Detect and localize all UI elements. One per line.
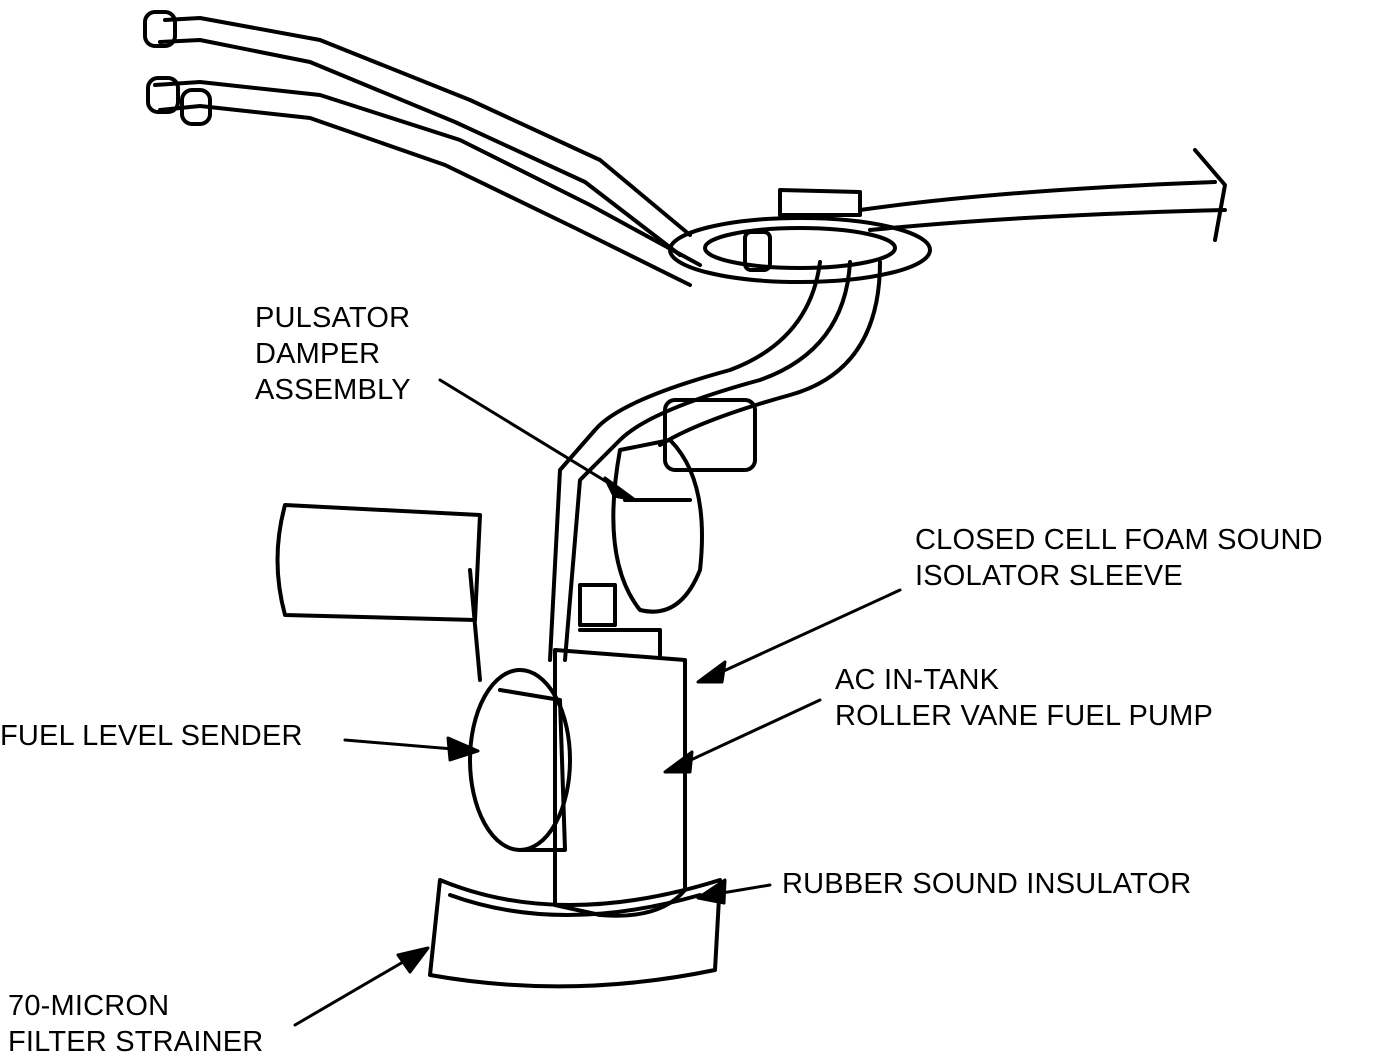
label-filter-strainer: 70-MICRON FILTER STRAINER: [8, 988, 263, 1060]
label-fuel-pump: AC IN-TANK ROLLER VANE FUEL PUMP: [835, 662, 1213, 734]
label-foam-sleeve: CLOSED CELL FOAM SOUND ISOLATOR SLEEVE: [915, 522, 1323, 594]
descending-tubes: [548, 260, 882, 662]
label-line: FILTER STRAINER: [8, 1026, 264, 1058]
label-line: ROLLER VANE FUEL PUMP: [835, 700, 1214, 732]
label-line: ISOLATOR SLEEVE: [915, 560, 1183, 592]
label-line: RUBBER SOUND INSULATOR: [782, 868, 1192, 900]
label-line: PULSATOR: [255, 302, 411, 334]
fuel-lines: [143, 10, 1227, 287]
label-line: 70-MICRON: [8, 990, 170, 1022]
leader-arrows: [293, 378, 902, 1027]
filter-strainer: [428, 878, 722, 989]
fuel-level-sender: [275, 503, 572, 852]
label-rubber-insulator: RUBBER SOUND INSULATOR: [782, 866, 1191, 902]
label-pulsator-damper: PULSATOR DAMPER ASSEMBLY: [255, 300, 411, 408]
label-line: FUEL LEVEL SENDER: [0, 720, 303, 752]
label-line: AC IN-TANK: [835, 664, 1000, 696]
label-line: ASSEMBLY: [255, 374, 411, 406]
pulsator-damper: [578, 398, 757, 627]
label-line: CLOSED CELL FOAM SOUND: [915, 524, 1323, 556]
mounting-flange: [668, 188, 932, 284]
label-fuel-level-sender: FUEL LEVEL SENDER: [0, 718, 303, 754]
label-line: DAMPER: [255, 338, 381, 370]
